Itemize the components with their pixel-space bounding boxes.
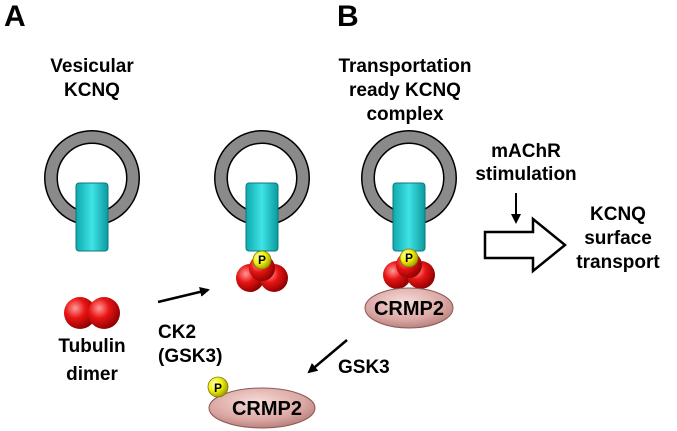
transport-ready-label-line2: ready KCNQ <box>349 80 461 101</box>
surface-transport-label-line1: KCNQ <box>590 204 646 225</box>
tubulin-dimer <box>64 297 120 329</box>
machr-label-line1: mAChR <box>491 141 561 162</box>
transport-ready-label-line1: Transportation <box>338 56 471 77</box>
gsk3-arrow <box>307 339 348 374</box>
vesicular-label-line2: KCNQ <box>64 80 120 101</box>
phospho-label: P <box>258 253 266 267</box>
transport-ready-complex: P CRMP2 <box>361 130 457 329</box>
kcnq-channel <box>392 182 426 252</box>
gsk3-label: GSK3 <box>338 357 390 378</box>
vesicular-kcnq-group <box>44 130 140 252</box>
phospho-crmp2: CRMP2 P <box>207 376 316 429</box>
tubulin-monomer <box>64 297 96 329</box>
ck2-arrow <box>157 287 210 304</box>
tubulin-label-line2: dimer <box>66 364 118 385</box>
kcnq-channel <box>245 182 279 252</box>
phospho-badge <box>207 376 229 398</box>
panel-label-a: A <box>4 0 26 33</box>
panel-label-b: B <box>337 0 359 33</box>
transport-ready-label-line3: complex <box>366 104 444 125</box>
ck2-label: CK2 <box>158 322 196 343</box>
crmp2-protein <box>208 387 316 429</box>
kcnq-channel <box>75 182 109 252</box>
phospho-label: P <box>214 381 222 395</box>
gsk3-paren-label: (GSK3) <box>158 346 222 367</box>
tubulin-label-line1: Tubulin <box>58 336 125 357</box>
crmp2-free-label: CRMP2 <box>232 398 302 420</box>
surface-transport-arrow <box>483 216 567 274</box>
machr-label-line2: stimulation <box>475 164 576 185</box>
phospho-badge <box>252 250 272 270</box>
tubulin-monomer <box>88 297 120 329</box>
kcnq-tubulin-group: P <box>214 130 310 292</box>
surface-transport-label-line3: transport <box>576 252 660 273</box>
vesicular-label-line1: Vesicular <box>50 56 134 77</box>
surface-transport-label-line2: surface <box>584 228 652 249</box>
crmp2-label: CRMP2 <box>374 298 444 320</box>
crmp2-protein <box>364 287 454 329</box>
phospho-badge <box>399 248 419 268</box>
phospho-label: P <box>405 251 413 265</box>
